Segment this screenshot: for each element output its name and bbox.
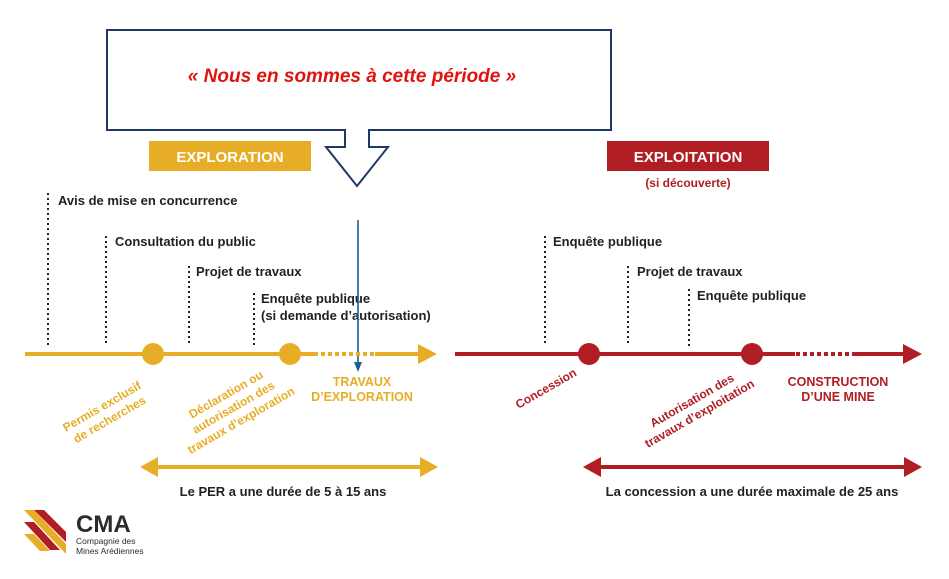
step-enquete-line1: Enquête publique <box>261 291 370 306</box>
label-travaux-line1: TRAVAUX <box>333 375 392 389</box>
callout-box <box>106 29 612 188</box>
logo-line1: Compagnie des <box>76 536 136 546</box>
label-concession: Concession <box>513 365 579 411</box>
step-exploit-enquete-1: Enquête publique <box>553 234 662 249</box>
milestone-concession <box>578 343 600 365</box>
label-concession-text: Concession <box>513 365 579 411</box>
exploitation-title: EXPLOITATION <box>634 149 743 166</box>
cma-logo-mark <box>24 510 66 554</box>
exploration-timeline-arrowhead <box>418 344 437 364</box>
exploration-badge <box>149 141 311 171</box>
exploitation-subtitle: (si découverte) <box>645 176 730 190</box>
step-exploit-projet: Projet de travaux <box>637 264 743 279</box>
exploitation-badge <box>607 141 769 171</box>
per-duration-arrow <box>140 457 438 477</box>
concession-duration-arrow <box>583 457 922 477</box>
step-enquete-line2: (si demande d’autorisation) <box>261 308 431 323</box>
label-construction-line2: D’UNE MINE <box>801 390 875 404</box>
milestone-autorisation <box>741 343 763 365</box>
cma-logo: CMA Compagnie des Mines Arédiennes <box>24 510 144 556</box>
exploration-title: EXPLORATION <box>176 149 283 166</box>
label-declaration: Déclaration ou autorisation des travaux … <box>185 368 297 457</box>
exploitation-timeline-arrowhead <box>903 344 922 364</box>
label-construction-line1: CONSTRUCTION <box>788 375 889 389</box>
step-exploit-enquete-2: Enquête publique <box>697 288 806 303</box>
label-autorisation: Autorisation des travaux d’exploitation <box>642 371 756 451</box>
milestone-per <box>142 343 164 365</box>
label-travaux-line2: D’EXPLORATION <box>311 390 413 404</box>
step-consultation: Consultation du public <box>115 234 256 249</box>
step-projet: Projet de travaux <box>196 264 302 279</box>
per-duration-text: Le PER a une durée de 5 à 15 ans <box>180 484 387 499</box>
logo-line2: Mines Arédiennes <box>76 546 144 556</box>
exploration-step-lines <box>47 193 255 346</box>
logo-name: CMA <box>76 511 131 538</box>
exploitation-step-lines <box>544 236 690 346</box>
step-avis: Avis de mise en concurrence <box>58 193 237 208</box>
label-per: Permis exclusif de recherches <box>60 378 148 446</box>
current-period-pointer-head <box>354 362 362 372</box>
concession-duration-text: La concession a une durée maximale de 25… <box>606 484 899 499</box>
callout-text: « Nous en sommes à cette période » <box>188 66 516 87</box>
milestone-declaration <box>279 343 301 365</box>
